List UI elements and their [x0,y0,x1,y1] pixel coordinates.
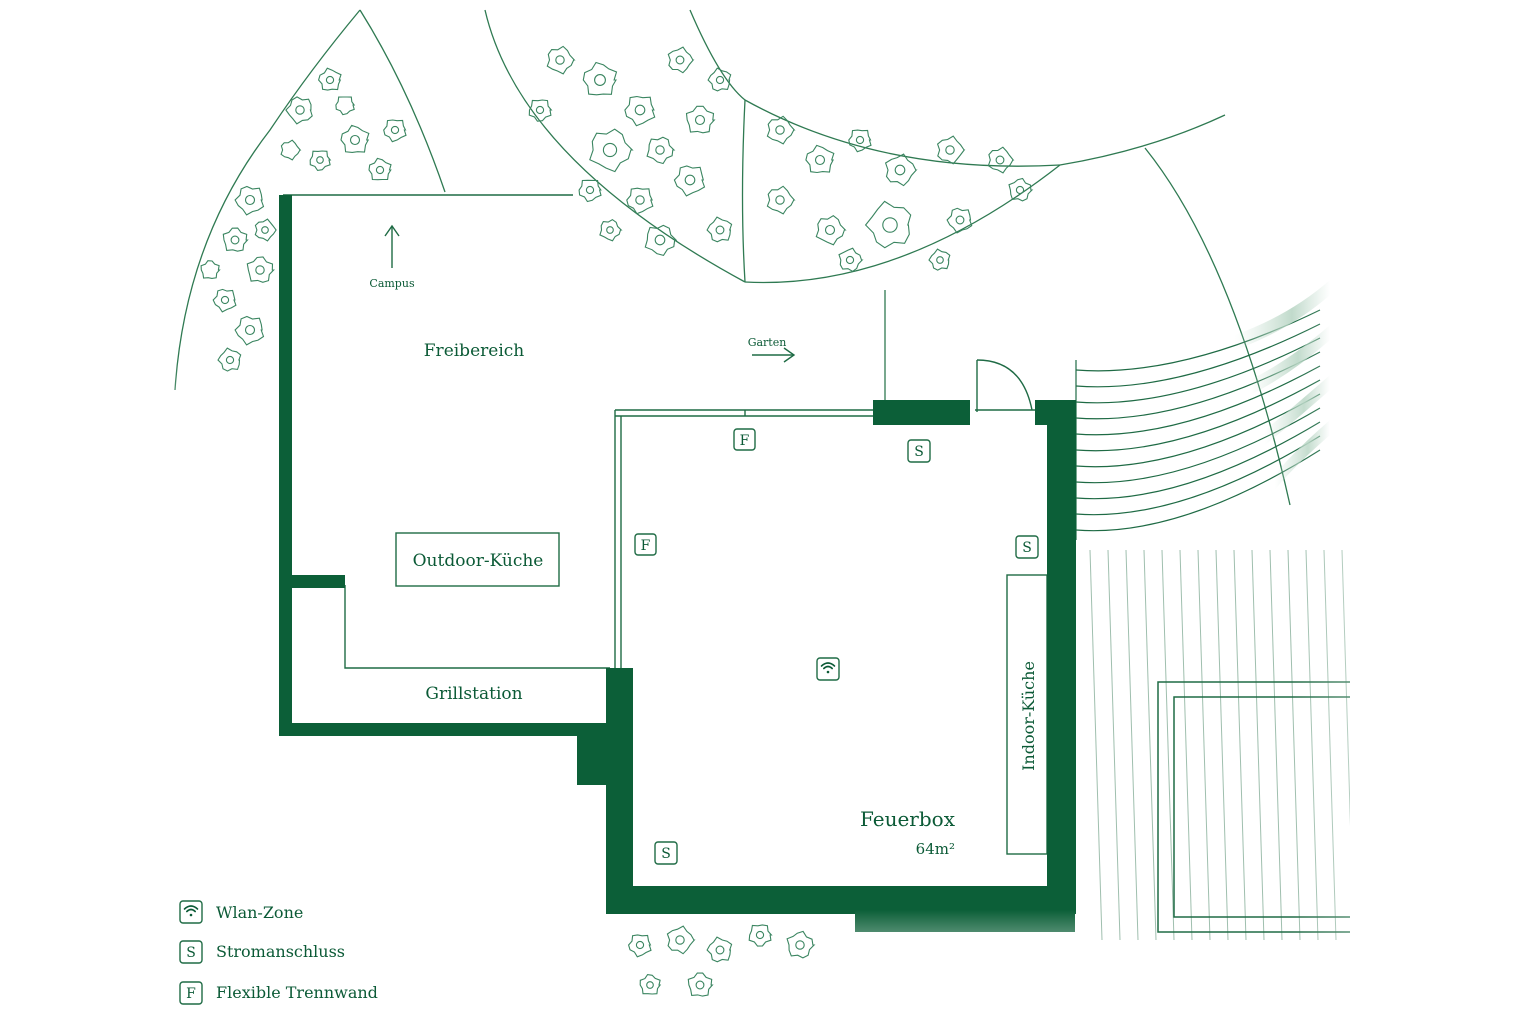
label-freibereich: Freibereich [424,341,525,361]
label-outdoor-kitchen: Outdoor-Küche [413,551,544,571]
svg-text:S: S [661,846,671,862]
svg-text:S: S [1022,540,1032,556]
legend-item-flex: F Flexible Trennwand [179,981,378,1005]
garden-outlines [174,9,1291,506]
label-campus: Campus [369,277,415,290]
label-room-size: 64m² [916,840,955,858]
marker-power-bottom: S [654,841,678,865]
wifi-icon [820,662,836,674]
label-indoor-kitchen: Indoor-Küche [1019,661,1038,771]
label-room-name: Feuerbox [860,807,956,831]
legend-item-wlan: Wlan-Zone [179,900,303,924]
legend: Wlan-Zone S Stromanschluss F Flexible Tr… [179,900,378,1005]
marker-power-right: S [1015,535,1039,559]
fade-left-solid [150,520,280,1028]
wifi-icon [183,905,199,917]
label-garten: Garten [748,336,787,349]
svg-text:F: F [641,538,651,554]
svg-text:F: F [186,986,196,1002]
bottom-trees [627,924,816,997]
outdoor-kitchen-box [395,532,560,587]
legend-item-power: S Stromanschluss [179,940,345,964]
svg-text:S: S [914,444,924,460]
legend-label-flex: Flexible Trennwand [216,983,378,1002]
marker-flex-top: F [733,428,756,451]
marker-flex-left: F [634,533,657,556]
svg-text:S: S [186,945,196,961]
label-grillstation: Grillstation [425,684,522,704]
marker-wifi [816,657,840,681]
svg-text:F: F [740,433,750,449]
legend-label-power: Stromanschluss [216,942,345,961]
fade-bottom-solid [845,965,1105,1028]
marker-power-top: S [907,439,931,463]
fade-right-solid [1350,250,1536,1028]
campus-arrow-icon [384,224,400,268]
plan-lines [283,194,1035,670]
garten-arrow-icon [752,347,796,363]
garden-trees [200,45,1034,372]
legend-label-wlan: Wlan-Zone [216,903,303,922]
walls [279,195,1076,932]
